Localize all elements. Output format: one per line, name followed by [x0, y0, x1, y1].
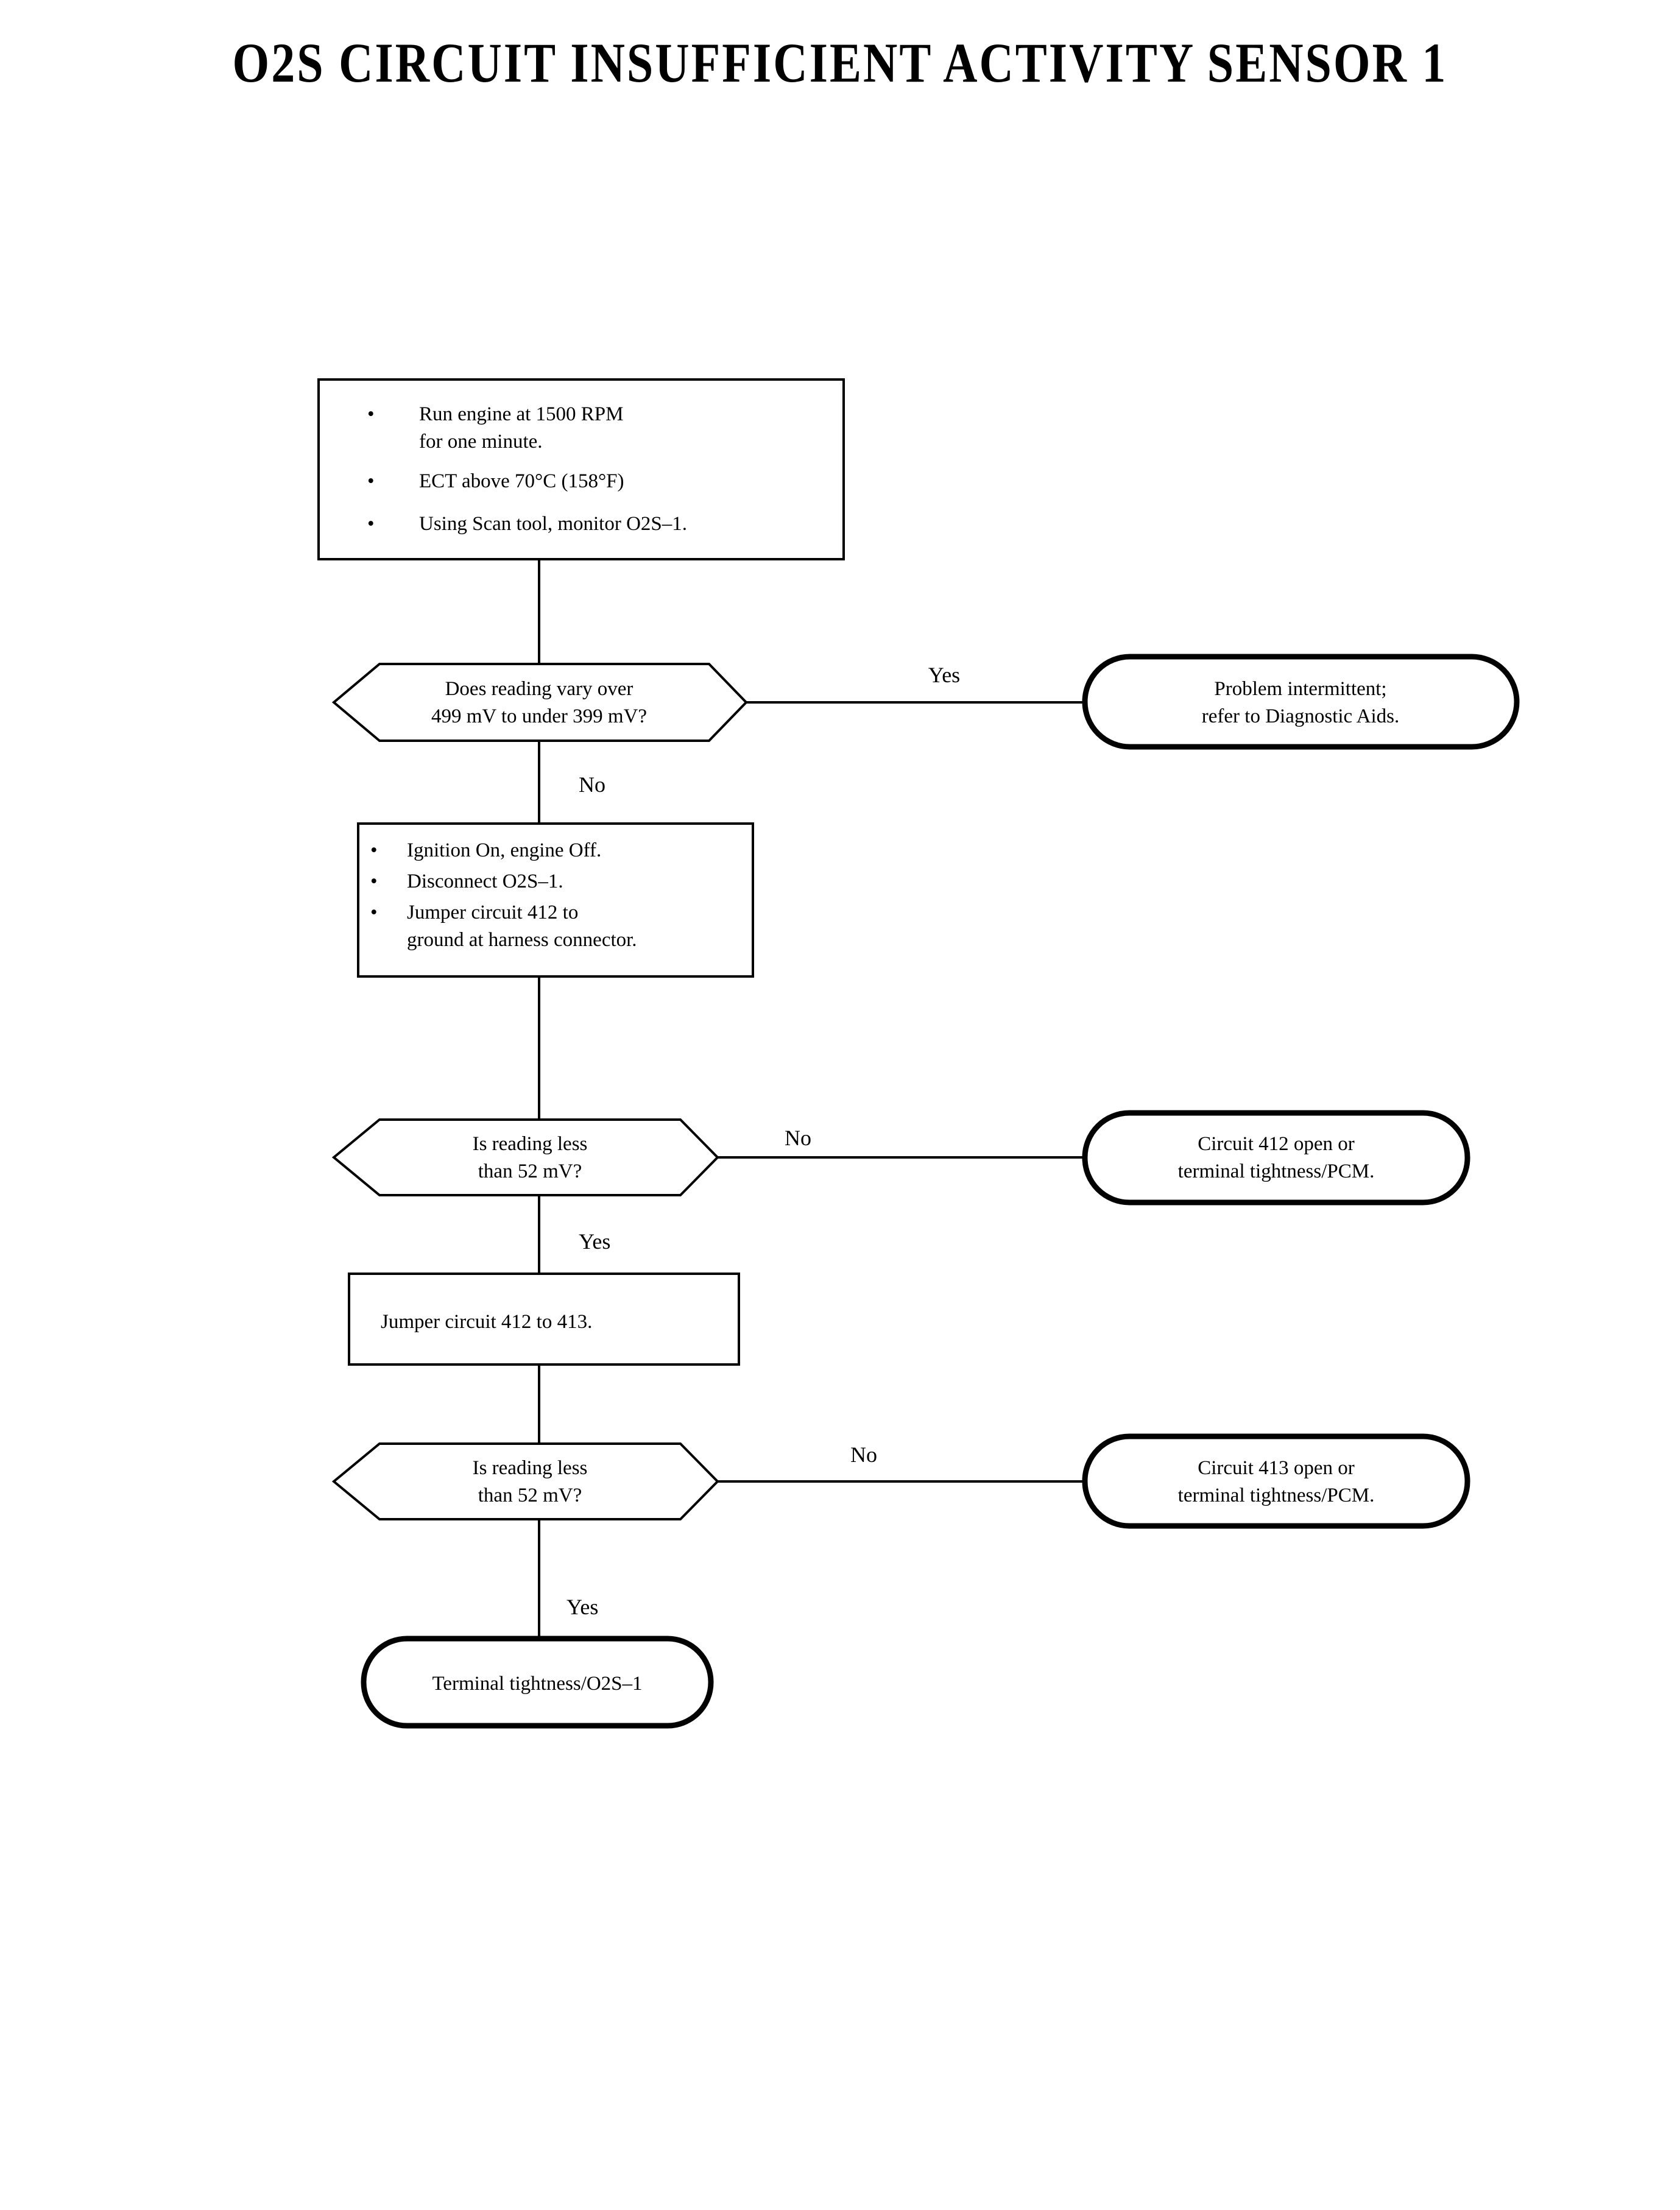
decision1-hexagon [331, 663, 748, 742]
edge-label-no-3: No [850, 1442, 877, 1467]
step2-bullet-2: • [370, 870, 378, 892]
node-result3[interactable]: Circuit 413 open or terminal tightness/P… [1082, 1433, 1470, 1529]
result3-line-1: Circuit 413 open or [1198, 1457, 1355, 1479]
step2-bullet-1: • [370, 839, 378, 861]
node-decision3[interactable]: Is reading less than 52 mV? [331, 1442, 719, 1520]
decision2-line-2: than 52 mV? [478, 1160, 582, 1182]
result4-terminator [361, 1636, 714, 1729]
decision1-line-1: Does reading vary over [445, 678, 634, 700]
decision1-line-2: 499 mV to under 399 mV? [431, 705, 647, 727]
step1-bullet-2: • [367, 470, 375, 492]
decision3-line-2: than 52 mV? [478, 1485, 582, 1506]
step2-box [357, 822, 754, 978]
result2-terminator [1082, 1110, 1470, 1206]
edge-label-no-1: No [579, 772, 605, 797]
node-result2[interactable]: Circuit 412 open or terminal tightness/P… [1082, 1110, 1470, 1206]
step1-bullet-1: • [367, 403, 375, 425]
result3-line-2: terminal tightness/PCM. [1178, 1485, 1375, 1506]
step3-line-1: Jumper circuit 412 to 413. [381, 1311, 592, 1333]
node-result1[interactable]: Problem intermittent; refer to Diagnosti… [1082, 654, 1520, 750]
result2-line-1: Circuit 412 open or [1198, 1133, 1355, 1155]
step1-line-1: Run engine at 1500 RPM [419, 403, 624, 425]
result1-terminator [1082, 654, 1520, 750]
step2-line-2: Disconnect O2S–1. [407, 870, 563, 892]
node-result4[interactable]: Terminal tightness/O2S–1 [361, 1636, 714, 1729]
step2-line-1: Ignition On, engine Off. [407, 839, 601, 861]
node-step2[interactable]: • Ignition On, engine Off. • Disconnect … [357, 822, 754, 978]
step2-bullet-3: • [370, 902, 378, 923]
node-decision2[interactable]: Is reading less than 52 mV? [331, 1118, 719, 1196]
decision3-line-1: Is reading less [473, 1457, 588, 1479]
step1-box [317, 378, 845, 560]
step1-line-4: Using Scan tool, monitor O2S–1. [419, 513, 687, 535]
node-step3[interactable]: Jumper circuit 412 to 413. [348, 1273, 740, 1366]
step2-line-4: ground at harness connector. [407, 929, 637, 951]
edge-label-no-2: No [785, 1126, 811, 1150]
step1-line-2: for one minute. [419, 431, 543, 453]
connector-group [538, 559, 1085, 1639]
decision2-hexagon [331, 1118, 719, 1196]
result1-line-1: Problem intermittent; [1214, 678, 1386, 700]
node-decision1[interactable]: Does reading vary over 499 mV to under 3… [331, 663, 748, 742]
decision2-line-1: Is reading less [473, 1133, 588, 1155]
node-step1[interactable]: • Run engine at 1500 RPM for one minute.… [317, 378, 845, 560]
edge-label-yes-3: Yes [566, 1595, 598, 1619]
edge-label-yes-1: Yes [928, 663, 960, 687]
step3-box [348, 1273, 740, 1366]
step1-line-3: ECT above 70°C (158°F) [419, 470, 624, 492]
edge-label-yes-2: Yes [579, 1229, 610, 1254]
result3-terminator [1082, 1433, 1470, 1529]
decision3-hexagon [331, 1442, 719, 1520]
step2-line-3: Jumper circuit 412 to [407, 902, 578, 923]
result4-line-1: Terminal tightness/O2S–1 [432, 1673, 642, 1695]
result2-line-2: terminal tightness/PCM. [1178, 1160, 1375, 1182]
page-title: O2S CIRCUIT INSUFFICIENT ACTIVITY SENSOR… [232, 31, 1448, 94]
result1-line-2: refer to Diagnostic Aids. [1202, 705, 1399, 727]
step1-bullet-3: • [367, 513, 375, 535]
